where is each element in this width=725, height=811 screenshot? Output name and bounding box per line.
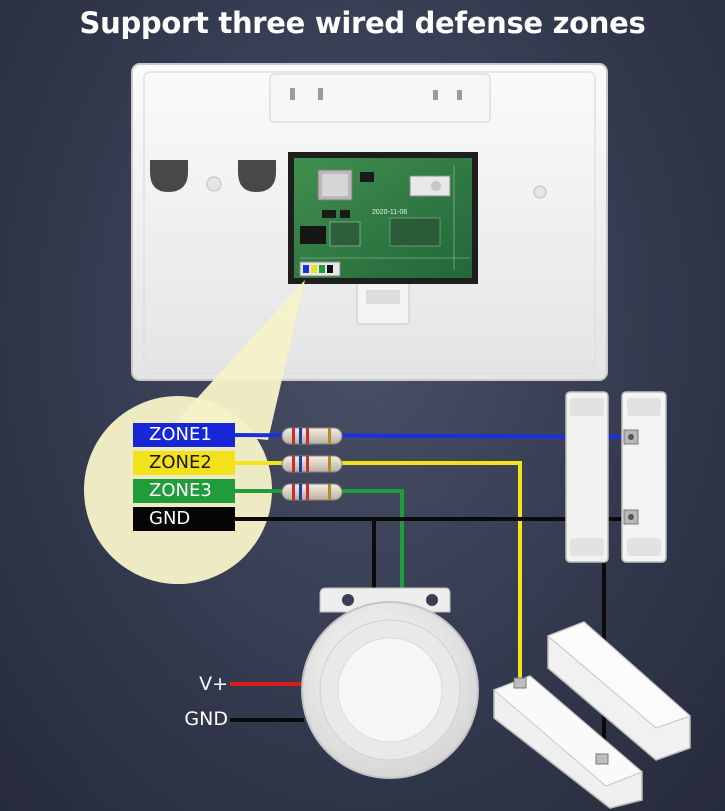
resistor-zone2 <box>281 455 343 473</box>
page-title: Support three wired defense zones <box>79 6 646 40</box>
siren-gnd-label: GND <box>184 708 228 730</box>
zone2-label: ZONE2 <box>133 451 235 475</box>
resistor-zone1 <box>281 427 343 445</box>
window-contact-sensor <box>493 621 691 809</box>
pcb-marking: 2020-11-06 <box>372 209 407 216</box>
zone1-label: ZONE1 <box>133 423 235 447</box>
zone3-label: ZONE3 <box>133 479 235 503</box>
resistor-zone3 <box>281 483 343 501</box>
siren-vplus-label: V+ <box>199 673 228 695</box>
pcb-board: 2020-11-06 <box>288 152 478 284</box>
siren <box>301 587 479 779</box>
gnd-label: GND <box>133 507 235 531</box>
door-contact-sensor <box>565 391 667 563</box>
